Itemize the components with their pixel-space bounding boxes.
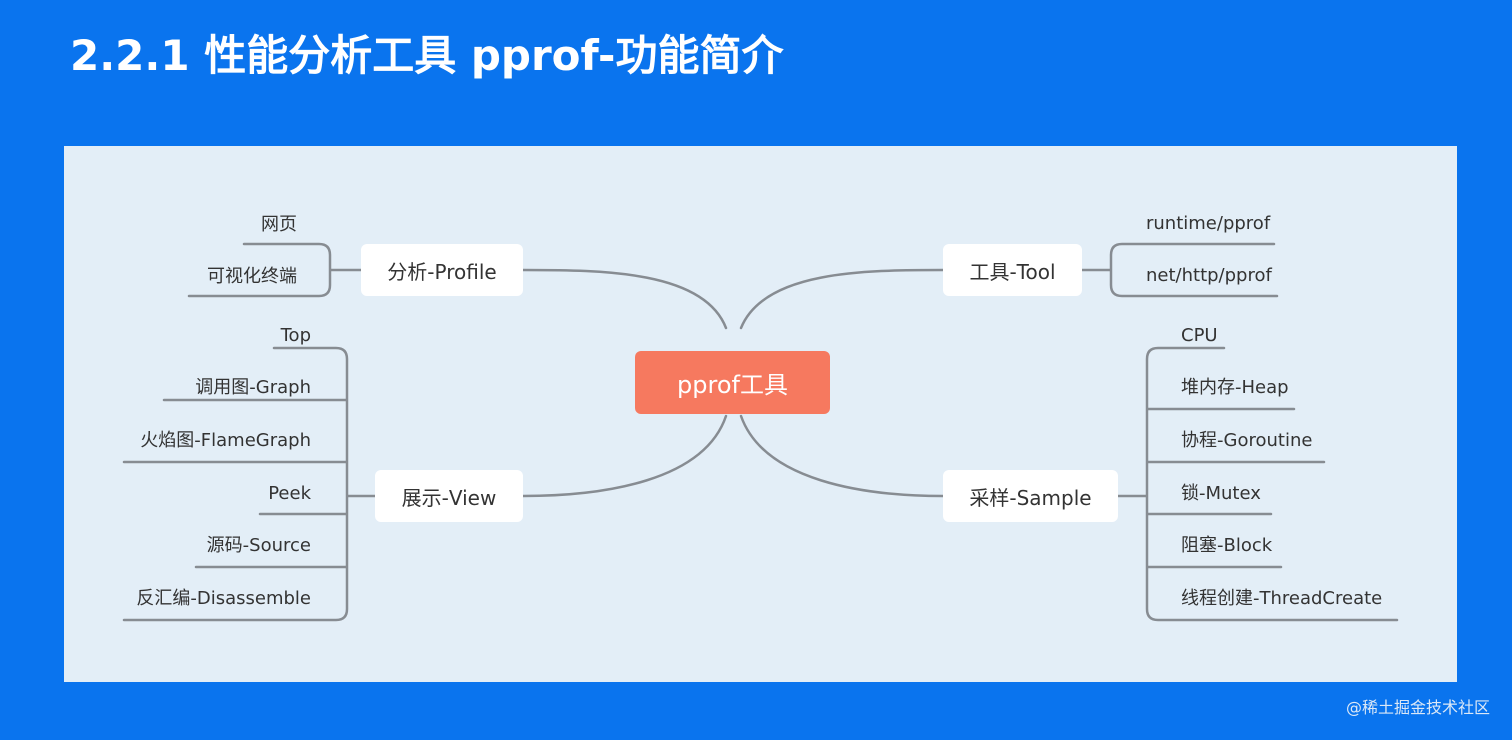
connector-root-view	[521, 414, 728, 498]
connector-tool-children	[1080, 242, 1279, 298]
mindmap-panel: pprof工具 分析-Profile 展示-View 工具-Tool 采样-Sa…	[64, 146, 1457, 682]
slide-title: 2.2.1 性能分析工具 pprof-功能简介	[70, 31, 784, 80]
branch-node-view: 展示-View	[375, 470, 523, 522]
connector-root-sample	[739, 414, 945, 498]
connector-root-profile	[521, 268, 728, 330]
mindmap-connectors	[122, 242, 1399, 622]
leaf-source: 源码-Source	[206, 535, 311, 556]
leaf-top: Top	[280, 325, 311, 346]
branch-label-sample: 采样-Sample	[969, 485, 1092, 510]
leaf-peek: Peek	[268, 483, 311, 504]
leaf-cpu: CPU	[1181, 325, 1218, 346]
leaf-block: 阻塞-Block	[1181, 535, 1273, 556]
branch-node-tool: 工具-Tool	[943, 244, 1082, 296]
branch-label-view: 展示-View	[401, 485, 497, 510]
connector-root-tool	[739, 268, 945, 330]
leaf-webpage: 网页	[261, 214, 297, 235]
branch-node-profile: 分析-Profile	[361, 244, 523, 296]
connector-sample-children	[1116, 346, 1399, 622]
leaf-runtime-pprof: runtime/pprof	[1146, 213, 1271, 234]
branch-label-profile: 分析-Profile	[387, 259, 497, 284]
connector-view-children	[122, 346, 377, 622]
leaf-goroutine: 协程-Goroutine	[1181, 430, 1313, 451]
leaf-visual-terminal: 可视化终端	[207, 266, 297, 287]
leaf-call-graph: 调用图-Graph	[195, 377, 311, 398]
branch-label-tool: 工具-Tool	[969, 259, 1056, 284]
root-node: pprof工具	[635, 351, 830, 414]
connector-profile-children	[187, 242, 363, 298]
leaf-flame-graph: 火焰图-FlameGraph	[140, 430, 311, 451]
leaf-mutex: 锁-Mutex	[1181, 483, 1261, 504]
leaf-disassemble: 反汇编-Disassemble	[136, 588, 311, 609]
leaf-heap: 堆内存-Heap	[1181, 377, 1289, 398]
branch-node-sample: 采样-Sample	[943, 470, 1118, 522]
leaf-net-http-pprof: net/http/pprof	[1146, 265, 1272, 286]
leaf-thread-create: 线程创建-ThreadCreate	[1181, 588, 1383, 609]
footer-credit: @稀土掘金技术社区	[1345, 698, 1490, 717]
